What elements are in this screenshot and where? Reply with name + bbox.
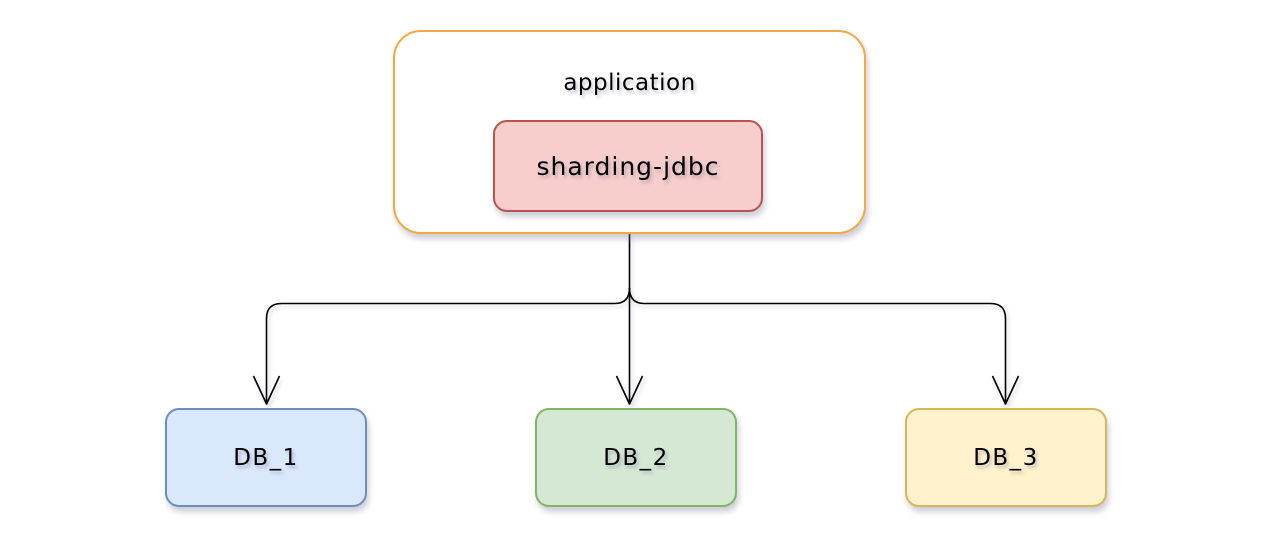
node-sharding-jdbc: sharding-jdbc [493,120,763,212]
arrowhead-db-2-icon [615,375,644,405]
arrowhead-db-1-icon [252,375,281,405]
node-db-2: DB_2 [535,408,737,507]
connector-application-to-db-1 [265,287,631,404]
node-application: application sharding-jdbc [393,30,866,234]
node-db-3: DB_3 [905,408,1107,507]
node-db-1-label: DB_1 [233,444,299,471]
connector-application-to-db-3 [628,287,1007,404]
node-db-3-label: DB_3 [973,444,1039,471]
arrowhead-db-3-icon [991,375,1020,405]
node-application-label: application [563,70,696,96]
node-db-1: DB_1 [165,408,367,507]
node-db-2-label: DB_2 [603,444,669,471]
node-sharding-jdbc-label: sharding-jdbc [536,151,720,181]
